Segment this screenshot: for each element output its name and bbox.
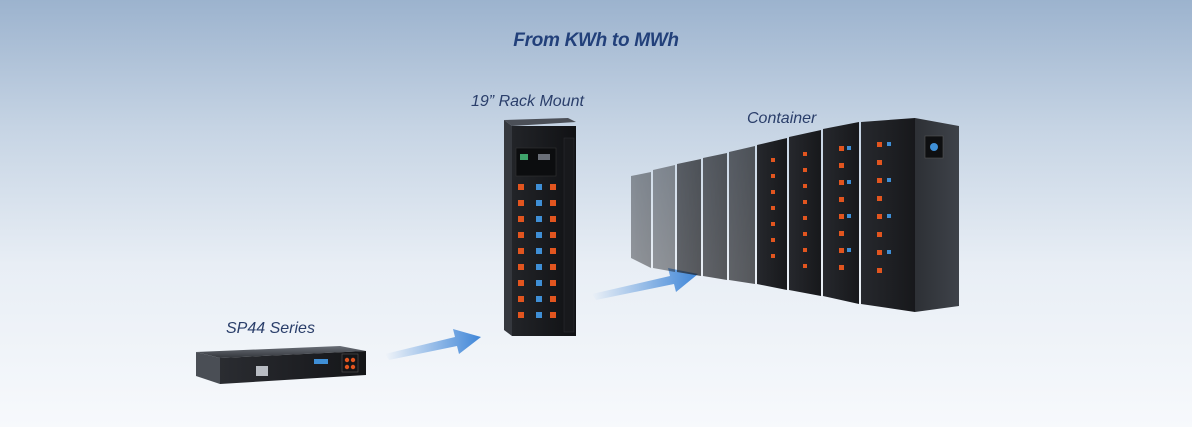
sp44-unit-image [196,346,366,384]
battery-modules [518,184,556,318]
arrow-right-icon [385,329,481,360]
page-title: From KWh to MWh [513,30,679,51]
rack-cabinet-image [504,118,576,336]
arrow-right-icon [592,268,698,300]
container-cabinets-image [631,118,959,312]
container-label: Container [747,110,817,127]
rack-mount-label: 19” Rack Mount [471,93,584,110]
sp44-series-label: SP44 Series [226,320,315,337]
